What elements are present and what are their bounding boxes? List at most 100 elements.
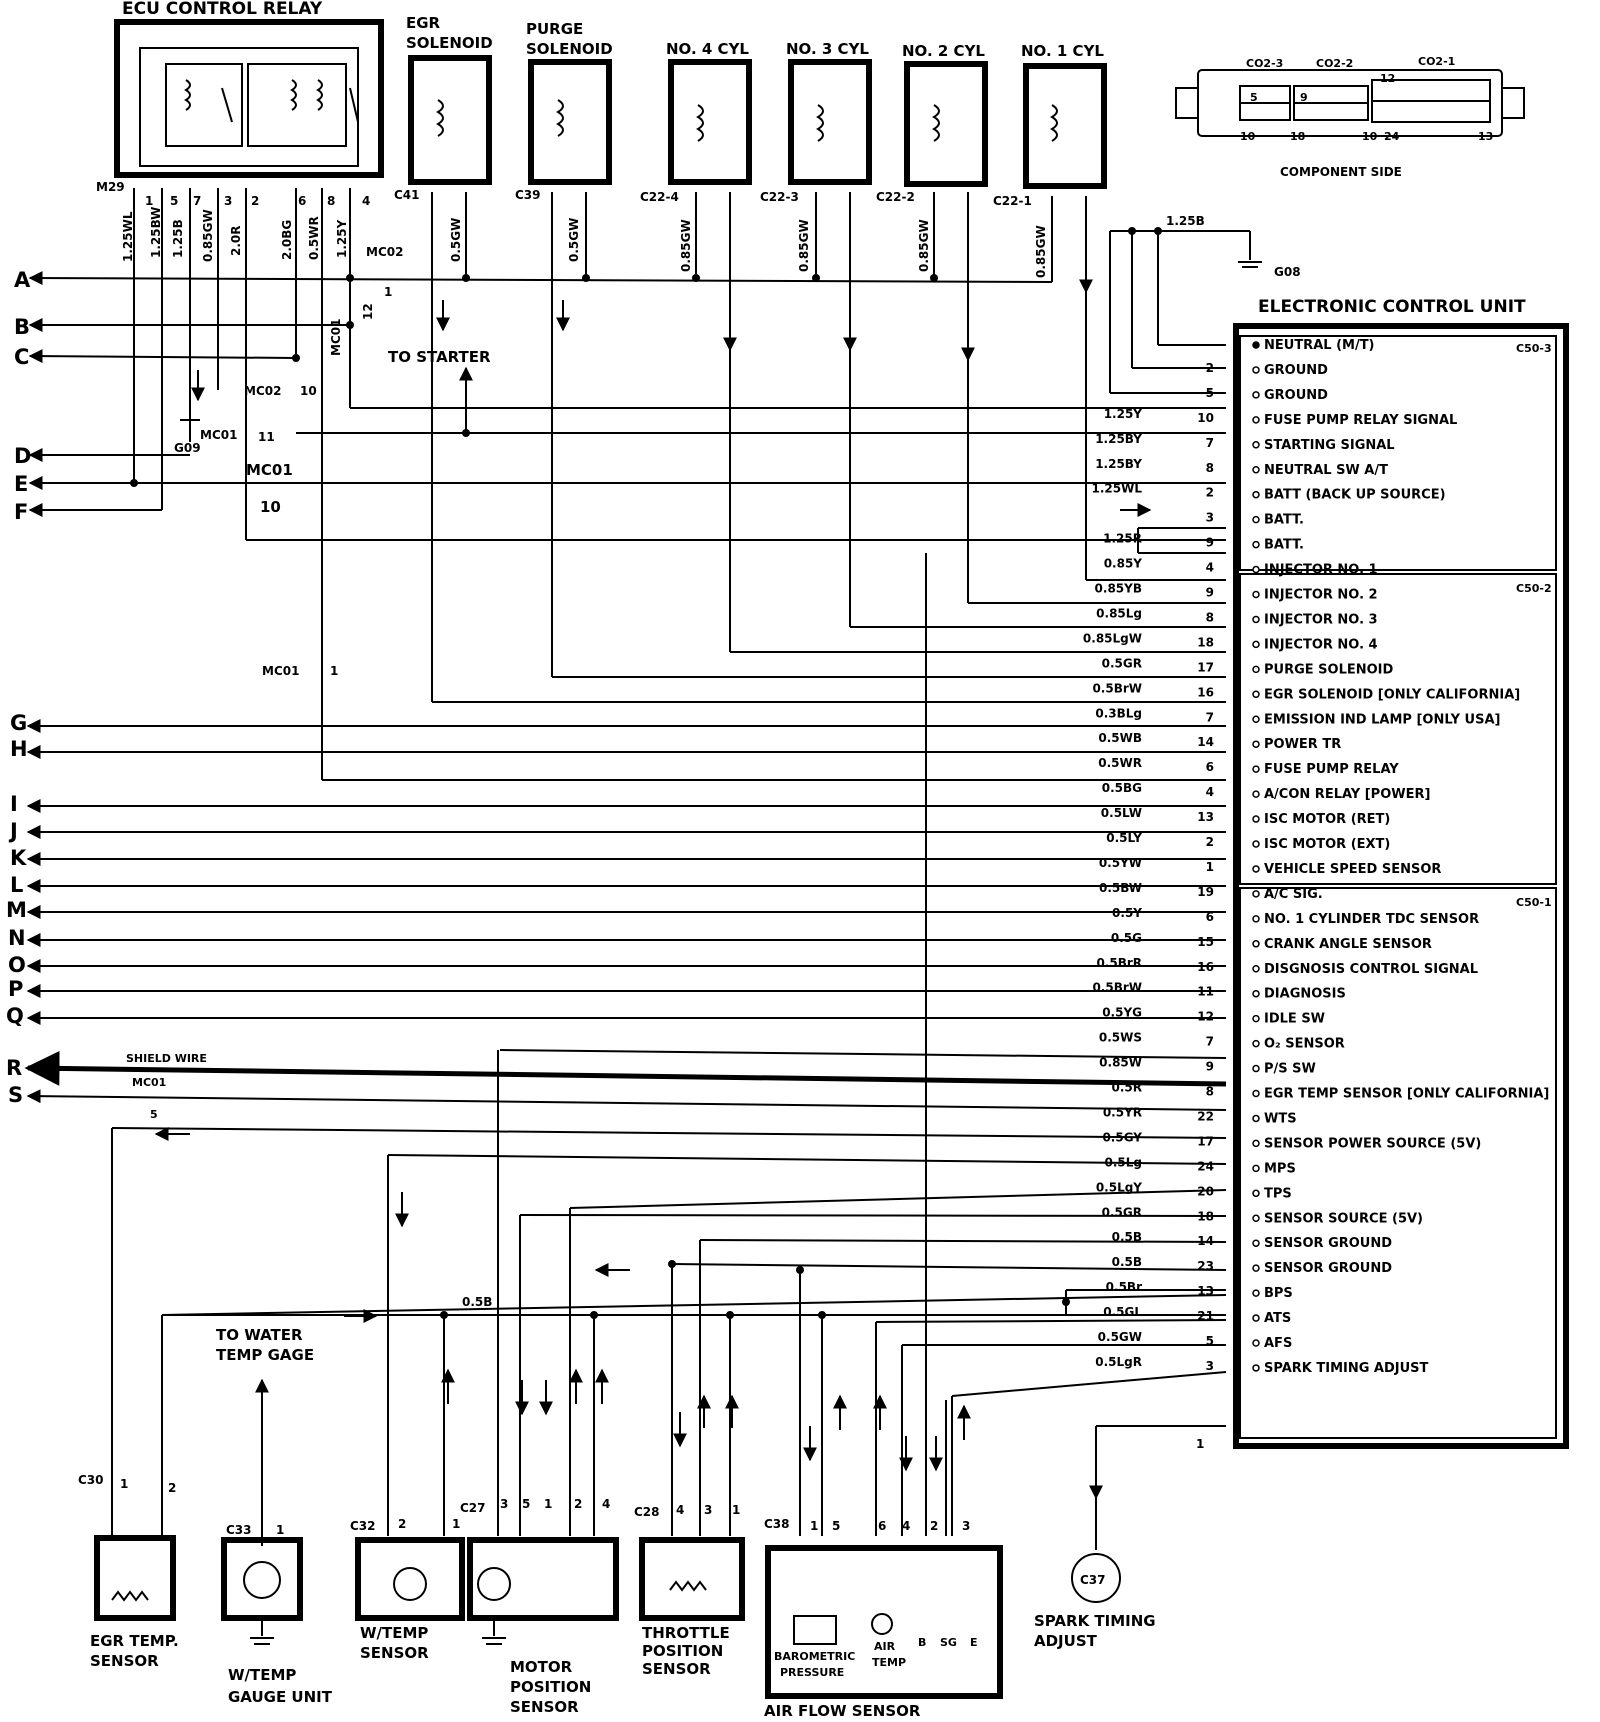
ecu-wire-color: 1.25BY [1095,457,1142,471]
mc02-pin-10: 10 [300,384,317,398]
connector-c27: C27 [460,1501,486,1515]
bottom-wiring [111,553,1227,1550]
ecu-pin-terminal [1252,1289,1260,1297]
connector-c33: C33 [226,1523,252,1537]
svg-text:SOLENOID: SOLENOID [526,40,613,58]
c38-pin-5: 5 [832,1519,840,1533]
to-water-temp-label-2: TEMP GAGE [216,1346,314,1364]
ecu-pin-number: 9 [1206,586,1214,600]
ecu-wire-color: 0.5BrW [1092,681,1142,695]
ecu-wire-color: 1.25BY [1095,432,1142,446]
ecu-wire-color: 0.5GW [1098,1330,1142,1344]
connector-c28: C28 [634,1505,660,1519]
purge-sol-wire: 0.5GW [567,218,581,262]
svg-text:5: 5 [1250,91,1258,104]
ecu-wire-color: 0.5BG [1102,781,1142,795]
ecu-pin-terminal [1252,1214,1260,1222]
ecu-pin-terminal [1252,540,1260,549]
ecu-pin-row: ISC MOTOR (EXT)20.5LY [1106,831,1390,852]
mc01-pin-10: 10 [260,498,281,516]
ecu-pin-label: SENSOR GROUND [1264,1236,1392,1251]
ecu-pin-row: INJECTOR NO. 380.85Lg [1096,606,1377,627]
svg-text:B: B [918,1636,926,1649]
ecu-wire-color: 0.5LW [1101,806,1142,820]
ecu-pin-terminal [1252,1264,1260,1272]
connector-c41: C41 [394,188,420,202]
shield-wire-label: SHIELD WIRE [126,1052,207,1065]
ecu-pin-number: 5 [1206,1334,1214,1348]
svg-text:SENSOR: SENSOR [510,1698,579,1716]
ecu-pin-number: 9 [1206,536,1214,550]
ecu-pin-label: ATS [1264,1311,1291,1326]
c38-pin-3: 3 [962,1519,970,1533]
ecu-pin-label: SPARK TIMING ADJUST [1264,1361,1429,1376]
svg-text:F: F [14,500,28,524]
svg-text:EGR TEMP.: EGR TEMP. [90,1632,179,1650]
svg-text:ECU CONTROL RELAY: ECU CONTROL RELAY [122,0,323,19]
ecu-pin-label: SENSOR GROUND [1264,1261,1392,1276]
spark-timing-adjust: C37 SPARK TIMING ADJUST [1034,1553,1156,1650]
electronic-control-unit: ELECTRONIC CONTROL UNIT C50-3 C50-2 C50-… [1233,297,1569,1449]
svg-text:POSITION: POSITION [510,1678,591,1696]
ecu-pin-number: 5 [1206,386,1214,400]
ecu-wire-color: 0.5G [1111,931,1142,945]
mc01-label-h: MC01 [262,664,299,678]
c32-pin-1: 1 [452,1517,460,1531]
mc01-label-lower: MC01 [246,461,293,479]
wtemp-gauge-unit: W/TEMP GAUGE UNIT [221,1537,333,1706]
ecu-pin-terminal [1252,665,1260,674]
ecu-pin-terminal [1252,366,1260,374]
ecu-wire-color: 0.85LgW [1083,631,1142,645]
ecu-pin-label: MPS [1264,1161,1296,1176]
ecu-pin-terminal [1252,765,1260,773]
ecu-pin-terminal [1252,1164,1260,1173]
connector-c38: C38 [764,1517,790,1531]
svg-text:TEMP: TEMP [872,1656,906,1669]
svg-text:NO. 4 CYL: NO. 4 CYL [666,40,749,58]
connector-m29: M29 [96,180,125,194]
ecu-wire-color: 0.5BrR [1096,956,1142,970]
mc01-label-top: MC01 [329,319,343,356]
ecu-pin-label: EMISSION IND LAMP [ONLY USA] [1264,712,1500,727]
svg-text:EGR: EGR [406,14,441,32]
ecu-pin-label: IDLE SW [1264,1012,1325,1027]
c38-pin-2: 2 [930,1519,938,1533]
ecu-pin-label: DISGNOSIS CONTROL SIGNAL [1264,962,1478,977]
ecu-wire-color: 0.5GR [1102,656,1142,670]
svg-text:8: 8 [327,194,335,208]
svg-text:CO2-3: CO2-3 [1246,57,1283,70]
mc01-pin-12: 12 [361,303,375,320]
svg-text:GAUGE UNIT: GAUGE UNIT [228,1688,333,1706]
c38-pin-1: 1 [810,1519,818,1533]
ecu-wire-color: 0.85Lg [1096,606,1142,620]
ecu-wire-color: 0.5LgY [1096,1180,1142,1194]
ecu-pin-label: GROUND [1264,388,1328,403]
ecu-wire-color: 0.5LgR [1095,1355,1142,1369]
ecu-wire-color: 1.25R [1103,532,1142,546]
svg-text:12: 12 [1380,72,1395,85]
top-wiring [28,188,1262,781]
ecu-wire-color: 0.5WR [1098,756,1142,770]
ecu-pin-number: 7 [1206,436,1214,450]
svg-text:M: M [6,898,27,922]
svg-text:2.0BG: 2.0BG [280,220,294,260]
left-long-wires [24,719,1227,1111]
ecu-pin-number: 1 [1206,860,1214,874]
svg-text:4: 4 [362,194,370,208]
ecu-pin-terminal [1252,1239,1260,1247]
svg-text:E: E [970,1636,978,1649]
svg-text:O: O [8,953,26,977]
ecu-pin-number: 11 [1197,985,1214,999]
ecu-pin-terminal [1252,615,1260,624]
svg-text:H: H [10,737,28,761]
svg-text:B: B [14,315,30,339]
